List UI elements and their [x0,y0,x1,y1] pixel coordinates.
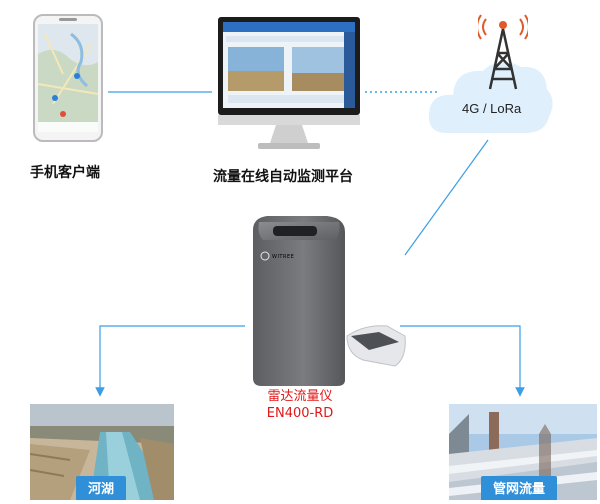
cloud-icon [428,61,553,133]
cloud-device-line [404,139,489,256]
platform-node [214,15,364,155]
phone-node [33,14,103,142]
pipe-tag: 管网流量 [481,476,558,500]
device-name: 雷达流量仪 [267,389,333,404]
device-brand: WITREE [272,254,294,260]
phone-caption: 手机客户端 [30,165,100,181]
device-label: 雷达流量仪 EN400-RD [255,388,345,422]
device-model: EN400-RD [266,406,334,421]
radar-sensor-icon: WITREE [253,216,406,386]
monitor-icon [218,17,360,149]
platform-caption: 流量在线自动监测平台 [213,169,353,185]
network-node: 4G / LoRa [425,5,555,145]
radar-device: WITREE [245,208,415,388]
radio-tower-icon [478,14,528,90]
river-arrow-line [95,325,245,397]
river-photo: 河湖 [30,404,174,500]
river-tag: 河湖 [76,476,127,500]
smartphone-icon [33,14,103,142]
pipe-photo: 管网流量 [449,404,597,500]
network-label: 4G / LoRa [462,101,522,116]
pipe-arrow-line [400,325,525,397]
